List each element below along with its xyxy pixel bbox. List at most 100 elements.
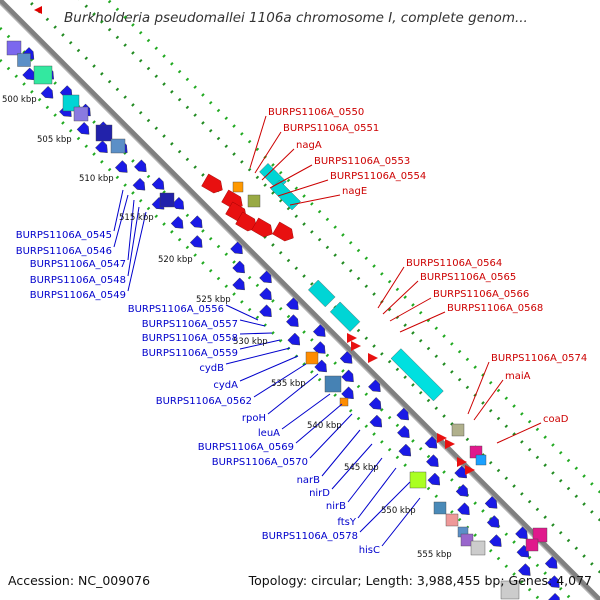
- gene-label-blue[interactable]: BURPS1106A_0556: [128, 304, 224, 315]
- forward-gene-arrow[interactable]: [230, 241, 247, 258]
- forward-gene-arrow[interactable]: [341, 386, 358, 403]
- gene-box-gray[interactable]: [500, 580, 520, 600]
- gene-label-blue[interactable]: hisC: [359, 545, 380, 556]
- forward-gene-arrow[interactable]: [312, 324, 329, 341]
- gene-label-blue[interactable]: BURPS1106A_0578: [262, 531, 358, 542]
- gene-box-orange[interactable]: [339, 397, 349, 407]
- forward-red-gene-arrow[interactable]: [272, 221, 297, 244]
- gene-label-blue[interactable]: rpoH: [242, 413, 266, 424]
- gene-label-red[interactable]: BURPS1106A_0568: [447, 303, 543, 314]
- gene-box-gray[interactable]: [470, 540, 486, 556]
- forward-gene-arrow[interactable]: [369, 414, 386, 431]
- gene-label-blue[interactable]: BURPS1106A_0562: [156, 396, 252, 407]
- gene-box-navy[interactable]: [95, 124, 113, 142]
- small-red-gene-arrow[interactable]: [457, 457, 467, 467]
- gene-box-cyan[interactable]: [329, 301, 361, 332]
- small-red-gene-arrow[interactable]: [351, 341, 361, 351]
- gene-label-blue[interactable]: BURPS1106A_0548: [30, 275, 126, 286]
- forward-gene-arrow[interactable]: [259, 270, 276, 287]
- gene-label-red[interactable]: BURPS1106A_0553: [314, 156, 410, 167]
- reverse-gene-arrow[interactable]: [40, 85, 57, 102]
- forward-gene-arrow[interactable]: [489, 534, 505, 551]
- gene-label-red[interactable]: BURPS1106A_0551: [283, 123, 379, 134]
- forward-gene-arrow[interactable]: [259, 304, 276, 321]
- forward-gene-arrow[interactable]: [457, 502, 473, 519]
- small-red-gene-arrow[interactable]: [465, 465, 475, 475]
- forward-gene-arrow[interactable]: [368, 397, 385, 413]
- forward-gene-arrow[interactable]: [286, 314, 302, 331]
- gene-box-cyan[interactable]: [270, 180, 301, 211]
- forward-gene-arrow[interactable]: [426, 454, 442, 471]
- forward-gene-arrow[interactable]: [287, 332, 304, 349]
- gene-label-blue[interactable]: BURPS1106A_0559: [142, 348, 238, 359]
- gene-label-blue[interactable]: nirB: [326, 501, 346, 512]
- forward-gene-arrow[interactable]: [544, 556, 561, 572]
- gene-label-red[interactable]: coaD: [543, 414, 569, 425]
- small-red-gene-arrow[interactable]: [347, 333, 357, 343]
- forward-gene-arrow[interactable]: [339, 351, 356, 367]
- forward-red-gene-arrow[interactable]: [251, 217, 276, 240]
- small-red-gene-arrow[interactable]: [445, 439, 455, 449]
- gene-box-khaki[interactable]: [451, 423, 465, 437]
- forward-gene-arrow[interactable]: [312, 341, 329, 358]
- gene-label-blue[interactable]: BURPS1106A_0569: [198, 442, 294, 453]
- reverse-gene-arrow[interactable]: [189, 235, 206, 251]
- forward-red-gene-arrow[interactable]: [201, 173, 226, 196]
- forward-gene-arrow[interactable]: [547, 592, 564, 600]
- gene-label-blue[interactable]: BURPS1106A_0547: [30, 259, 126, 270]
- forward-gene-arrow[interactable]: [259, 287, 276, 304]
- gene-label-red[interactable]: BURPS1106A_0564: [406, 258, 502, 269]
- reverse-gene-arrow[interactable]: [134, 159, 150, 176]
- gene-box-mediumspringgreen[interactable]: [33, 65, 53, 85]
- reverse-gene-arrow[interactable]: [22, 67, 39, 84]
- reverse-gene-arrow[interactable]: [170, 216, 187, 232]
- gene-label-blue[interactable]: BURPS1106A_0558: [142, 333, 238, 344]
- gene-label-blue[interactable]: cydA: [213, 380, 238, 391]
- gene-label-red[interactable]: maiA: [505, 371, 531, 382]
- forward-gene-arrow[interactable]: [547, 575, 563, 592]
- gene-box-cyan[interactable]: [308, 279, 336, 308]
- gene-label-blue[interactable]: cydB: [199, 363, 224, 374]
- gene-label-red[interactable]: nagA: [296, 140, 322, 151]
- gene-box-slateblue[interactable]: [6, 40, 22, 56]
- forward-gene-arrow[interactable]: [397, 425, 413, 442]
- forward-gene-arrow[interactable]: [341, 369, 358, 386]
- forward-gene-arrow[interactable]: [368, 379, 384, 396]
- reverse-gene-arrow[interactable]: [132, 177, 149, 194]
- forward-gene-arrow[interactable]: [484, 496, 501, 512]
- small-red-gene-arrow[interactable]: [437, 433, 447, 443]
- gene-box-magenta[interactable]: [532, 527, 548, 543]
- forward-gene-arrow[interactable]: [424, 436, 441, 452]
- gene-box-steelblue[interactable]: [324, 375, 342, 393]
- small-red-gene-arrow[interactable]: [368, 353, 378, 363]
- gene-box-navy[interactable]: [159, 192, 175, 208]
- forward-gene-arrow[interactable]: [515, 526, 531, 543]
- forward-gene-arrow[interactable]: [396, 407, 413, 424]
- gene-label-red[interactable]: BURPS1106A_0566: [433, 289, 529, 300]
- gene-label-red[interactable]: BURPS1106A_0554: [330, 171, 426, 182]
- gene-box-steelblue[interactable]: [110, 138, 126, 154]
- gene-box-pink[interactable]: [445, 513, 459, 527]
- gene-box-orange[interactable]: [232, 181, 244, 193]
- gene-label-red[interactable]: nagE: [342, 186, 367, 197]
- gene-label-red[interactable]: BURPS1106A_0550: [268, 107, 364, 118]
- gene-box-greenyellow[interactable]: [409, 471, 427, 489]
- gene-box-blue[interactable]: [475, 454, 487, 466]
- gene-box-mediumpurple[interactable]: [73, 106, 89, 122]
- gene-label-blue[interactable]: BURPS1106A_0546: [16, 246, 112, 257]
- gene-label-red[interactable]: BURPS1106A_0574: [491, 353, 587, 364]
- reverse-gene-arrow[interactable]: [114, 160, 131, 177]
- forward-gene-arrow[interactable]: [398, 443, 415, 460]
- gene-box-magenta[interactable]: [525, 538, 539, 552]
- forward-gene-arrow[interactable]: [314, 359, 331, 376]
- gene-label-blue[interactable]: BURPS1106A_0549: [30, 290, 126, 301]
- forward-gene-arrow[interactable]: [232, 260, 249, 277]
- gene-box-steelblue[interactable]: [17, 53, 31, 67]
- gene-box-olive[interactable]: [247, 194, 261, 208]
- reverse-gene-arrow[interactable]: [76, 122, 93, 138]
- reverse-gene-arrow[interactable]: [189, 215, 206, 232]
- reverse-gene-arrow[interactable]: [95, 140, 111, 157]
- gene-label-red[interactable]: BURPS1106A_0565: [420, 272, 516, 283]
- forward-gene-arrow[interactable]: [486, 515, 503, 531]
